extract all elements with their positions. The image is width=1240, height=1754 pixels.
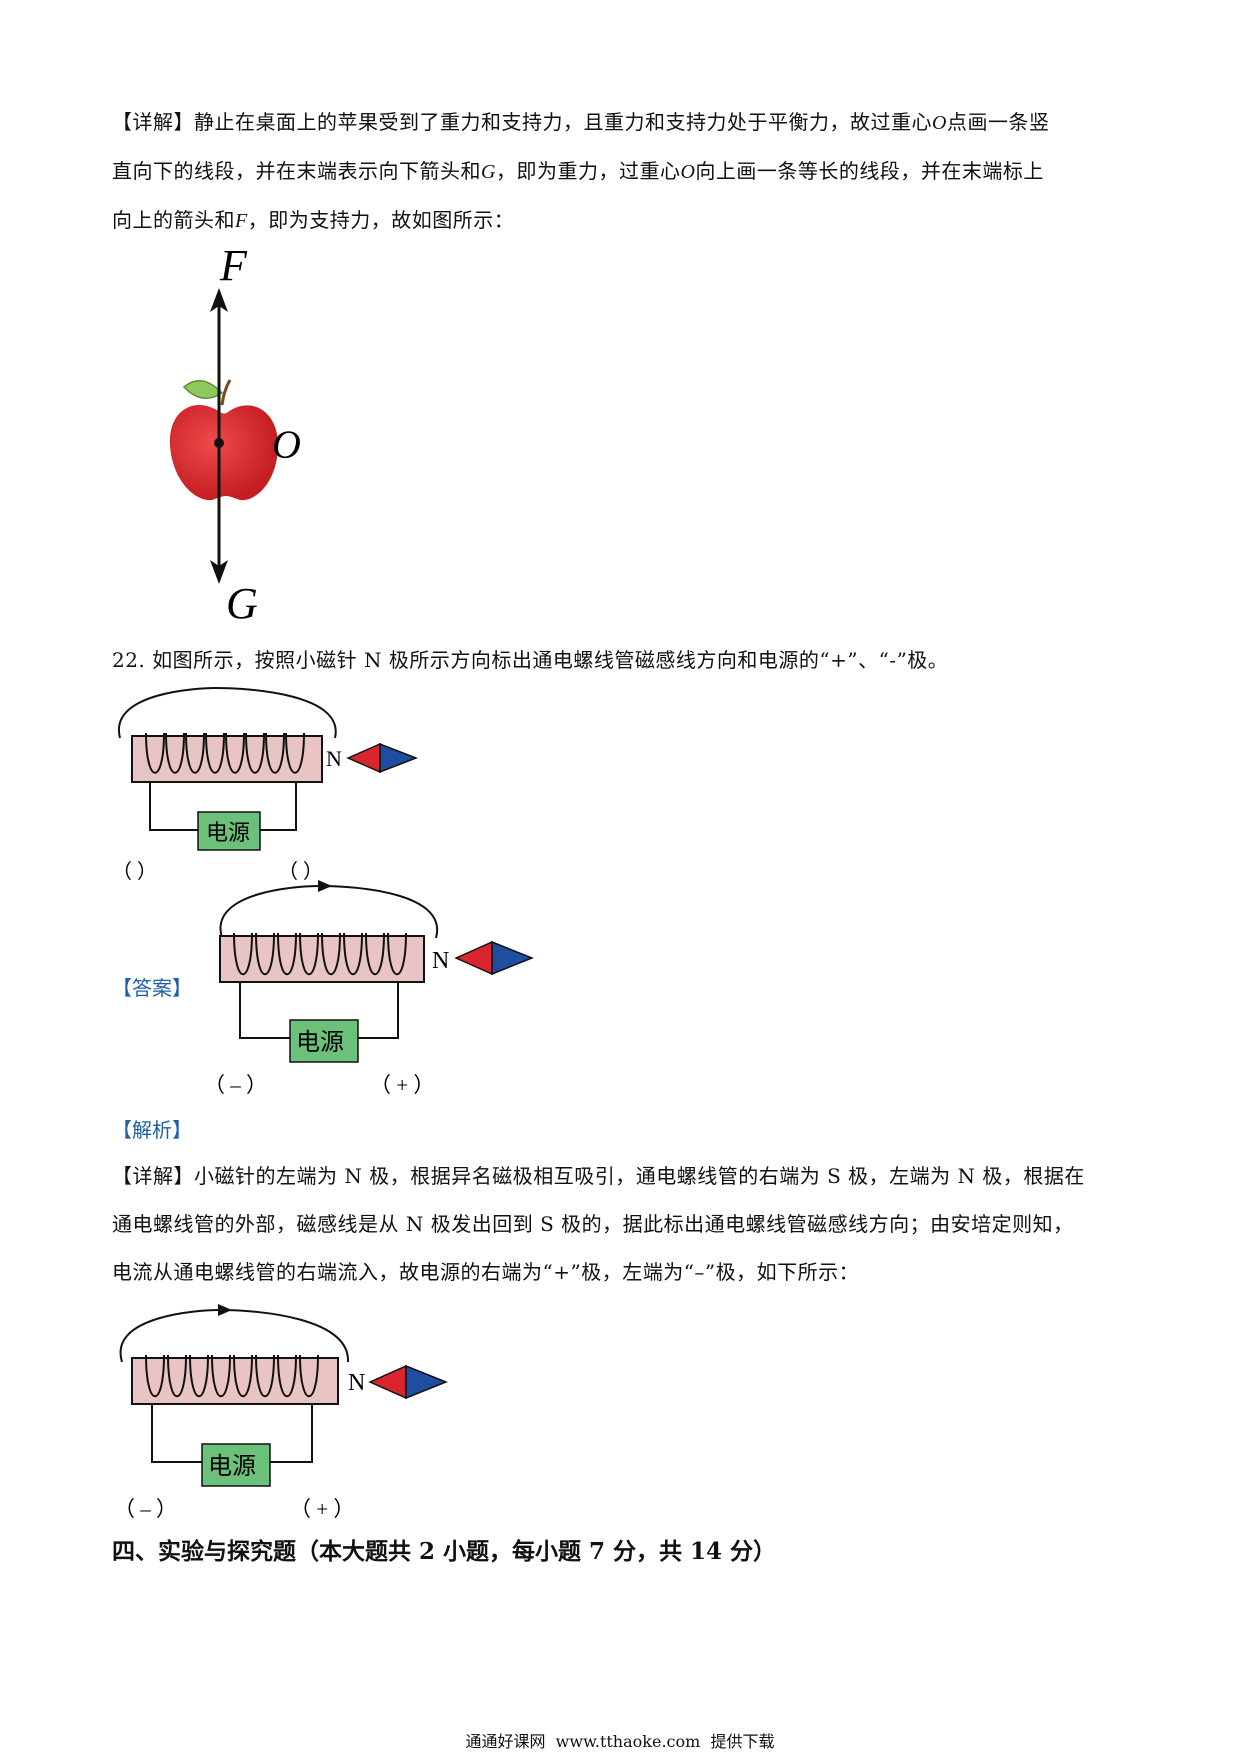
- apple-stem: [220, 379, 232, 406]
- power-source: [289, 1019, 359, 1063]
- detail-paragraph-1: 【详解】静止在桌面上的苹果受到了重力和支持力，且重力和支持力处于平衡力，故过重心…: [112, 98, 1132, 245]
- power-source: [197, 811, 261, 851]
- coil-windings: [145, 732, 305, 774]
- right-pole-label: （ + ）: [290, 1497, 354, 1521]
- wire-left: [149, 782, 200, 831]
- left-pole-label: （ – ）: [114, 1497, 177, 1521]
- field-loop: [117, 686, 337, 739]
- label-f: F: [219, 241, 248, 290]
- apple-icon: [169, 404, 278, 501]
- wire-right: [258, 782, 297, 831]
- detail1-line-1: 【详解】静止在桌面上的苹果受到了重力和支持力，且重力和支持力处于平衡力，故过重心…: [112, 98, 1132, 147]
- detail1-text: 点画一条竖: [946, 110, 1050, 134]
- detail1-line-3: 向上的箭头和F，即为支持力，故如图所示：: [112, 196, 1132, 245]
- wire-right: [270, 1404, 313, 1463]
- right-pole-blank: （ ）: [278, 860, 323, 883]
- power-source-label: 电源: [296, 1029, 344, 1056]
- needle-n-label: N: [348, 1370, 365, 1396]
- right-pole-label: （ + ）: [370, 1073, 434, 1097]
- solenoid-figure-explanation: 电源 N （ – ） （ + ）: [114, 1304, 449, 1521]
- field-direction-arrow-icon: [318, 880, 332, 892]
- symbol-f: F: [235, 210, 248, 232]
- center-point: [214, 438, 224, 448]
- symbol-g: G: [481, 161, 496, 183]
- needle-n-label: N: [326, 746, 342, 771]
- detail-tag: 【详解】: [112, 1164, 194, 1188]
- power-source-label: 电源: [206, 820, 250, 845]
- field-direction-arrow-icon: [218, 1304, 232, 1316]
- arrow-up-icon: [210, 288, 228, 312]
- detail-paragraph-2: 【详解】小磁针的左端为 N 极，根据异名磁极相互吸引，通电螺线管的右端为 S 极…: [112, 1152, 1132, 1296]
- solenoid-figure-answer: 电源 N （ – ） （ + ）: [204, 880, 535, 1097]
- needle-n-label: N: [432, 948, 449, 974]
- question-22-text: 22. 如图所示，按照小磁针 N 极所示方向标出通电螺线管磁感线方向和电源的“+…: [112, 648, 949, 672]
- needle-south: [405, 1364, 449, 1400]
- detail1-text: 向上的箭头和: [112, 208, 235, 232]
- needle-south: [491, 940, 535, 976]
- detail1-text: 直向下的线段，并在末端表示向下箭头和: [112, 159, 481, 183]
- power-source-label: 电源: [208, 1453, 256, 1480]
- wire-right: [358, 982, 399, 1039]
- coil-windings: [145, 1354, 319, 1398]
- detail2-line-1: 【详解】小磁针的左端为 N 极，根据异名磁极相互吸引，通电螺线管的右端为 S 极…: [112, 1152, 1132, 1200]
- answer-tag: 【答案】: [112, 976, 192, 1000]
- question-22: 22. 如图所示，按照小磁针 N 极所示方向标出通电螺线管磁感线方向和电源的“+…: [112, 636, 1132, 684]
- wire-left: [151, 1404, 204, 1463]
- symbol-o: O: [932, 112, 947, 134]
- coil-windings: [233, 932, 407, 976]
- label-g: G: [226, 579, 258, 628]
- left-pole-label: （ – ）: [204, 1073, 267, 1097]
- section-4-heading: 四、实验与探究题（本大题共 2 小题，每小题 7 分，共 14 分）: [112, 1538, 777, 1565]
- detail2-text: 小磁针的左端为 N 极，根据异名磁极相互吸引，通电螺线管的右端为 S 极，左端为…: [194, 1164, 1085, 1188]
- symbol-o: O: [680, 161, 696, 183]
- needle-south: [379, 742, 419, 774]
- detail1-text: ，即为支持力，故如图所示：: [247, 208, 515, 232]
- needle-north: [368, 1364, 407, 1400]
- leaf-icon: [182, 380, 224, 399]
- detail2-line-3: 电流从通电螺线管的右端流入，故电源的右端为“+”极，左端为“–”极，如下所示：: [112, 1260, 860, 1284]
- detail1-text: 向上画一条等长的线段，并在末端标上: [695, 159, 1044, 183]
- detail1-text: 静止在桌面上的苹果受到了重力和支持力，且重力和支持力处于平衡力，故过重心: [194, 110, 932, 134]
- arrow-down-icon: [210, 560, 228, 584]
- power-source: [201, 1443, 271, 1487]
- page-footer: 通通好课网 www.tthaoke.com 提供下载: [465, 1732, 775, 1751]
- wire-left: [239, 982, 292, 1039]
- detail-tag: 【详解】: [112, 110, 194, 134]
- left-pole-blank: （ ）: [112, 860, 157, 883]
- detail1-line-2: 直向下的线段，并在末端表示向下箭头和G，即为重力，过重心O向上画一条等长的线段，…: [112, 147, 1132, 196]
- solenoid-figure-question: 电源 N （ ） （ ）: [112, 686, 419, 883]
- apple-force-diagram: F O G: [169, 241, 301, 628]
- field-loop: [119, 1308, 350, 1363]
- label-o: O: [272, 422, 301, 467]
- field-loop: [219, 884, 439, 939]
- detail1-text: ，即为重力，过重心: [495, 159, 681, 183]
- detail2-line-2: 通电螺线管的外部，磁感线是从 N 极发出回到 S 极的，据此标出通电螺线管磁感线…: [112, 1212, 1074, 1236]
- analysis-tag: 【解析】: [112, 1118, 192, 1142]
- needle-north: [346, 742, 381, 774]
- needle-north: [454, 940, 493, 976]
